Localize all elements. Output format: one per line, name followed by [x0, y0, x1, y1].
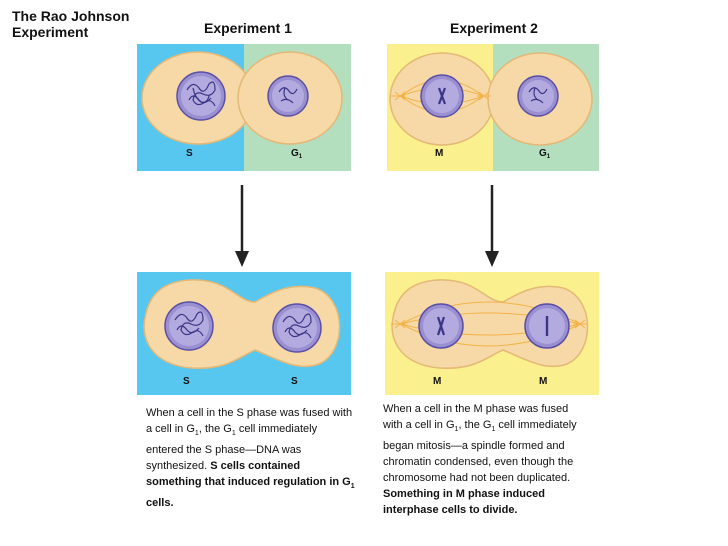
- caption-conclusion: cells.: [146, 497, 174, 510]
- exp2-before-cells: [389, 52, 593, 146]
- g1-chromatin: [278, 87, 298, 104]
- exp1-arrow: [235, 185, 249, 267]
- exp2-caption: When a cell in the M phase was fused wit…: [383, 401, 579, 518]
- caption-sub: 1: [194, 430, 199, 438]
- exp1-before-label-g1: G1: [291, 148, 302, 160]
- exp2-arrow: [485, 185, 499, 267]
- exp1-after-label-left: S: [183, 376, 190, 387]
- exp2-before-label-m: M: [435, 148, 444, 159]
- exp2-after-label-right: M: [539, 376, 548, 387]
- g1-chromatin-2: [528, 87, 548, 104]
- caption-conclusion: Something in M phase induced interphase …: [383, 488, 545, 517]
- exp1-caption: When a cell in the S phase was fused wit…: [146, 405, 356, 511]
- caption-text: When a cell in the S phase was fused wit…: [146, 407, 353, 435]
- caption-text: cell immediately entered the S phase—DNA…: [146, 423, 318, 473]
- caption-text: , the G: [198, 423, 232, 435]
- experiment-1-heading: Experiment 1: [204, 20, 292, 36]
- exp1-before-label-s: S: [186, 148, 193, 159]
- replicating-chromatin: [186, 81, 216, 107]
- exp1-after-label-right: S: [291, 376, 298, 387]
- caption-sub: 1: [454, 426, 459, 434]
- caption-text: cell immediately began mitosis—a spindle…: [383, 419, 577, 485]
- caption-text: , the G: [458, 419, 492, 431]
- title-line-2: Experiment: [12, 24, 89, 40]
- exp2-before-panel: M G1: [387, 44, 599, 171]
- experiment-2-heading: Experiment 2: [450, 20, 538, 36]
- page-title: The Rao Johnson Experiment: [12, 8, 129, 40]
- condensed-chromosome: [437, 87, 447, 105]
- caption-sub: 1: [491, 426, 496, 434]
- exp2-after-panel: M M: [385, 272, 599, 395]
- exp1-after-panel: S S: [137, 272, 351, 395]
- exp2-after-cells: [391, 279, 589, 369]
- exp1-after-cells: [143, 279, 341, 369]
- label-sub-1-2: 1: [546, 154, 551, 160]
- exp2-before-label-g1: G1: [539, 148, 550, 160]
- label-sub-1: 1: [298, 154, 303, 160]
- caption-text: When a cell in the M phase was fused wit…: [383, 403, 569, 431]
- caption-sub: 1: [350, 483, 355, 491]
- caption-conclusion: S cells contained something that induced…: [146, 460, 351, 489]
- label-g-2: G: [539, 148, 547, 159]
- caption-sub: 1: [231, 430, 236, 438]
- exp1-before-cells: [141, 51, 343, 145]
- label-g: G: [291, 148, 299, 159]
- title-line-1: The Rao Johnson: [12, 8, 130, 24]
- exp1-before-panel: S G1: [137, 44, 351, 171]
- exp2-after-label-left: M: [433, 376, 442, 387]
